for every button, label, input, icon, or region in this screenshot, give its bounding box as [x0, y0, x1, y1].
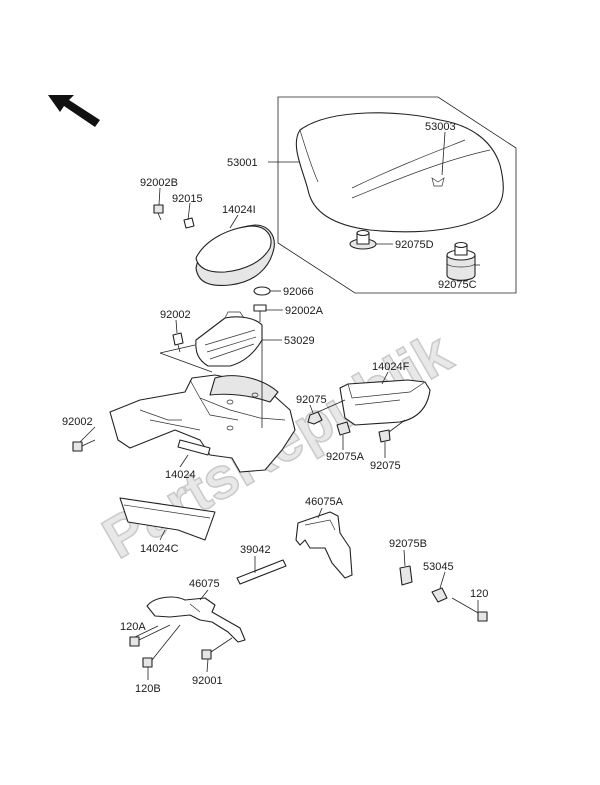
rear-fender-14024 — [109, 374, 296, 473]
leader-lines — [79, 131, 480, 680]
bolt-92002-left — [72, 439, 96, 452]
label-92015: 92015 — [172, 193, 203, 205]
label-120: 120 — [470, 588, 488, 600]
label-120A: 120A — [120, 621, 146, 633]
collar-53045 — [431, 587, 448, 603]
label-92075-b: 92075 — [370, 460, 401, 472]
seat-assembly-frame — [277, 96, 517, 294]
bolt-120 — [451, 597, 488, 622]
bolt-92002B — [153, 204, 164, 221]
bracket-46075A — [295, 511, 353, 579]
label-92002-left: 92002 — [62, 416, 93, 428]
bolt-120B — [142, 624, 181, 668]
label-92066: 92066 — [283, 286, 314, 298]
label-14024: 14024 — [165, 469, 196, 481]
damper-92075B — [399, 565, 413, 586]
label-14024C: 14024C — [140, 543, 179, 555]
rubber-92075D — [349, 229, 377, 250]
nut-92015 — [183, 217, 195, 229]
label-53045: 53045 — [423, 561, 454, 573]
label-92001: 92001 — [192, 675, 223, 687]
nut-92075A — [336, 421, 351, 436]
nut-92075-a — [307, 411, 323, 425]
label-46075: 46075 — [189, 578, 220, 590]
bolt-92001 — [201, 637, 233, 660]
label-92002-top: 92002 — [160, 309, 191, 321]
label-39042: 39042 — [240, 544, 271, 556]
bolt-120A — [129, 624, 171, 647]
washer-92066 — [253, 286, 271, 296]
label-92075C: 92075C — [438, 279, 477, 291]
label-120B: 120B — [135, 683, 161, 695]
side-cover-14024F — [339, 379, 431, 426]
label-53003: 53003 — [425, 121, 456, 133]
label-92075B: 92075B — [389, 538, 427, 550]
damper-92075C — [446, 241, 476, 281]
bolt-92002A — [253, 304, 267, 322]
label-92002A: 92002A — [285, 305, 324, 317]
seat-cowl-14024I — [195, 224, 275, 287]
label-53029: 53029 — [284, 335, 315, 347]
direction-arrow-icon — [48, 95, 100, 127]
label-92075D: 92075D — [395, 239, 434, 251]
bracket-53029 — [195, 311, 263, 367]
nut-92075-b — [378, 429, 391, 443]
label-92075-a: 92075 — [296, 394, 327, 406]
label-14024I: 14024I — [222, 204, 256, 216]
seat-53001 — [295, 112, 504, 233]
label-53001: 53001 — [227, 157, 258, 169]
rod-39042 — [236, 559, 287, 585]
label-92075A: 92075A — [326, 451, 365, 463]
bracket-46075 — [146, 596, 246, 643]
label-14024F: 14024F — [372, 361, 410, 373]
label-92002B: 92002B — [140, 177, 178, 189]
label-46075A: 46075A — [305, 496, 344, 508]
lower-cover-14024C — [119, 497, 216, 541]
